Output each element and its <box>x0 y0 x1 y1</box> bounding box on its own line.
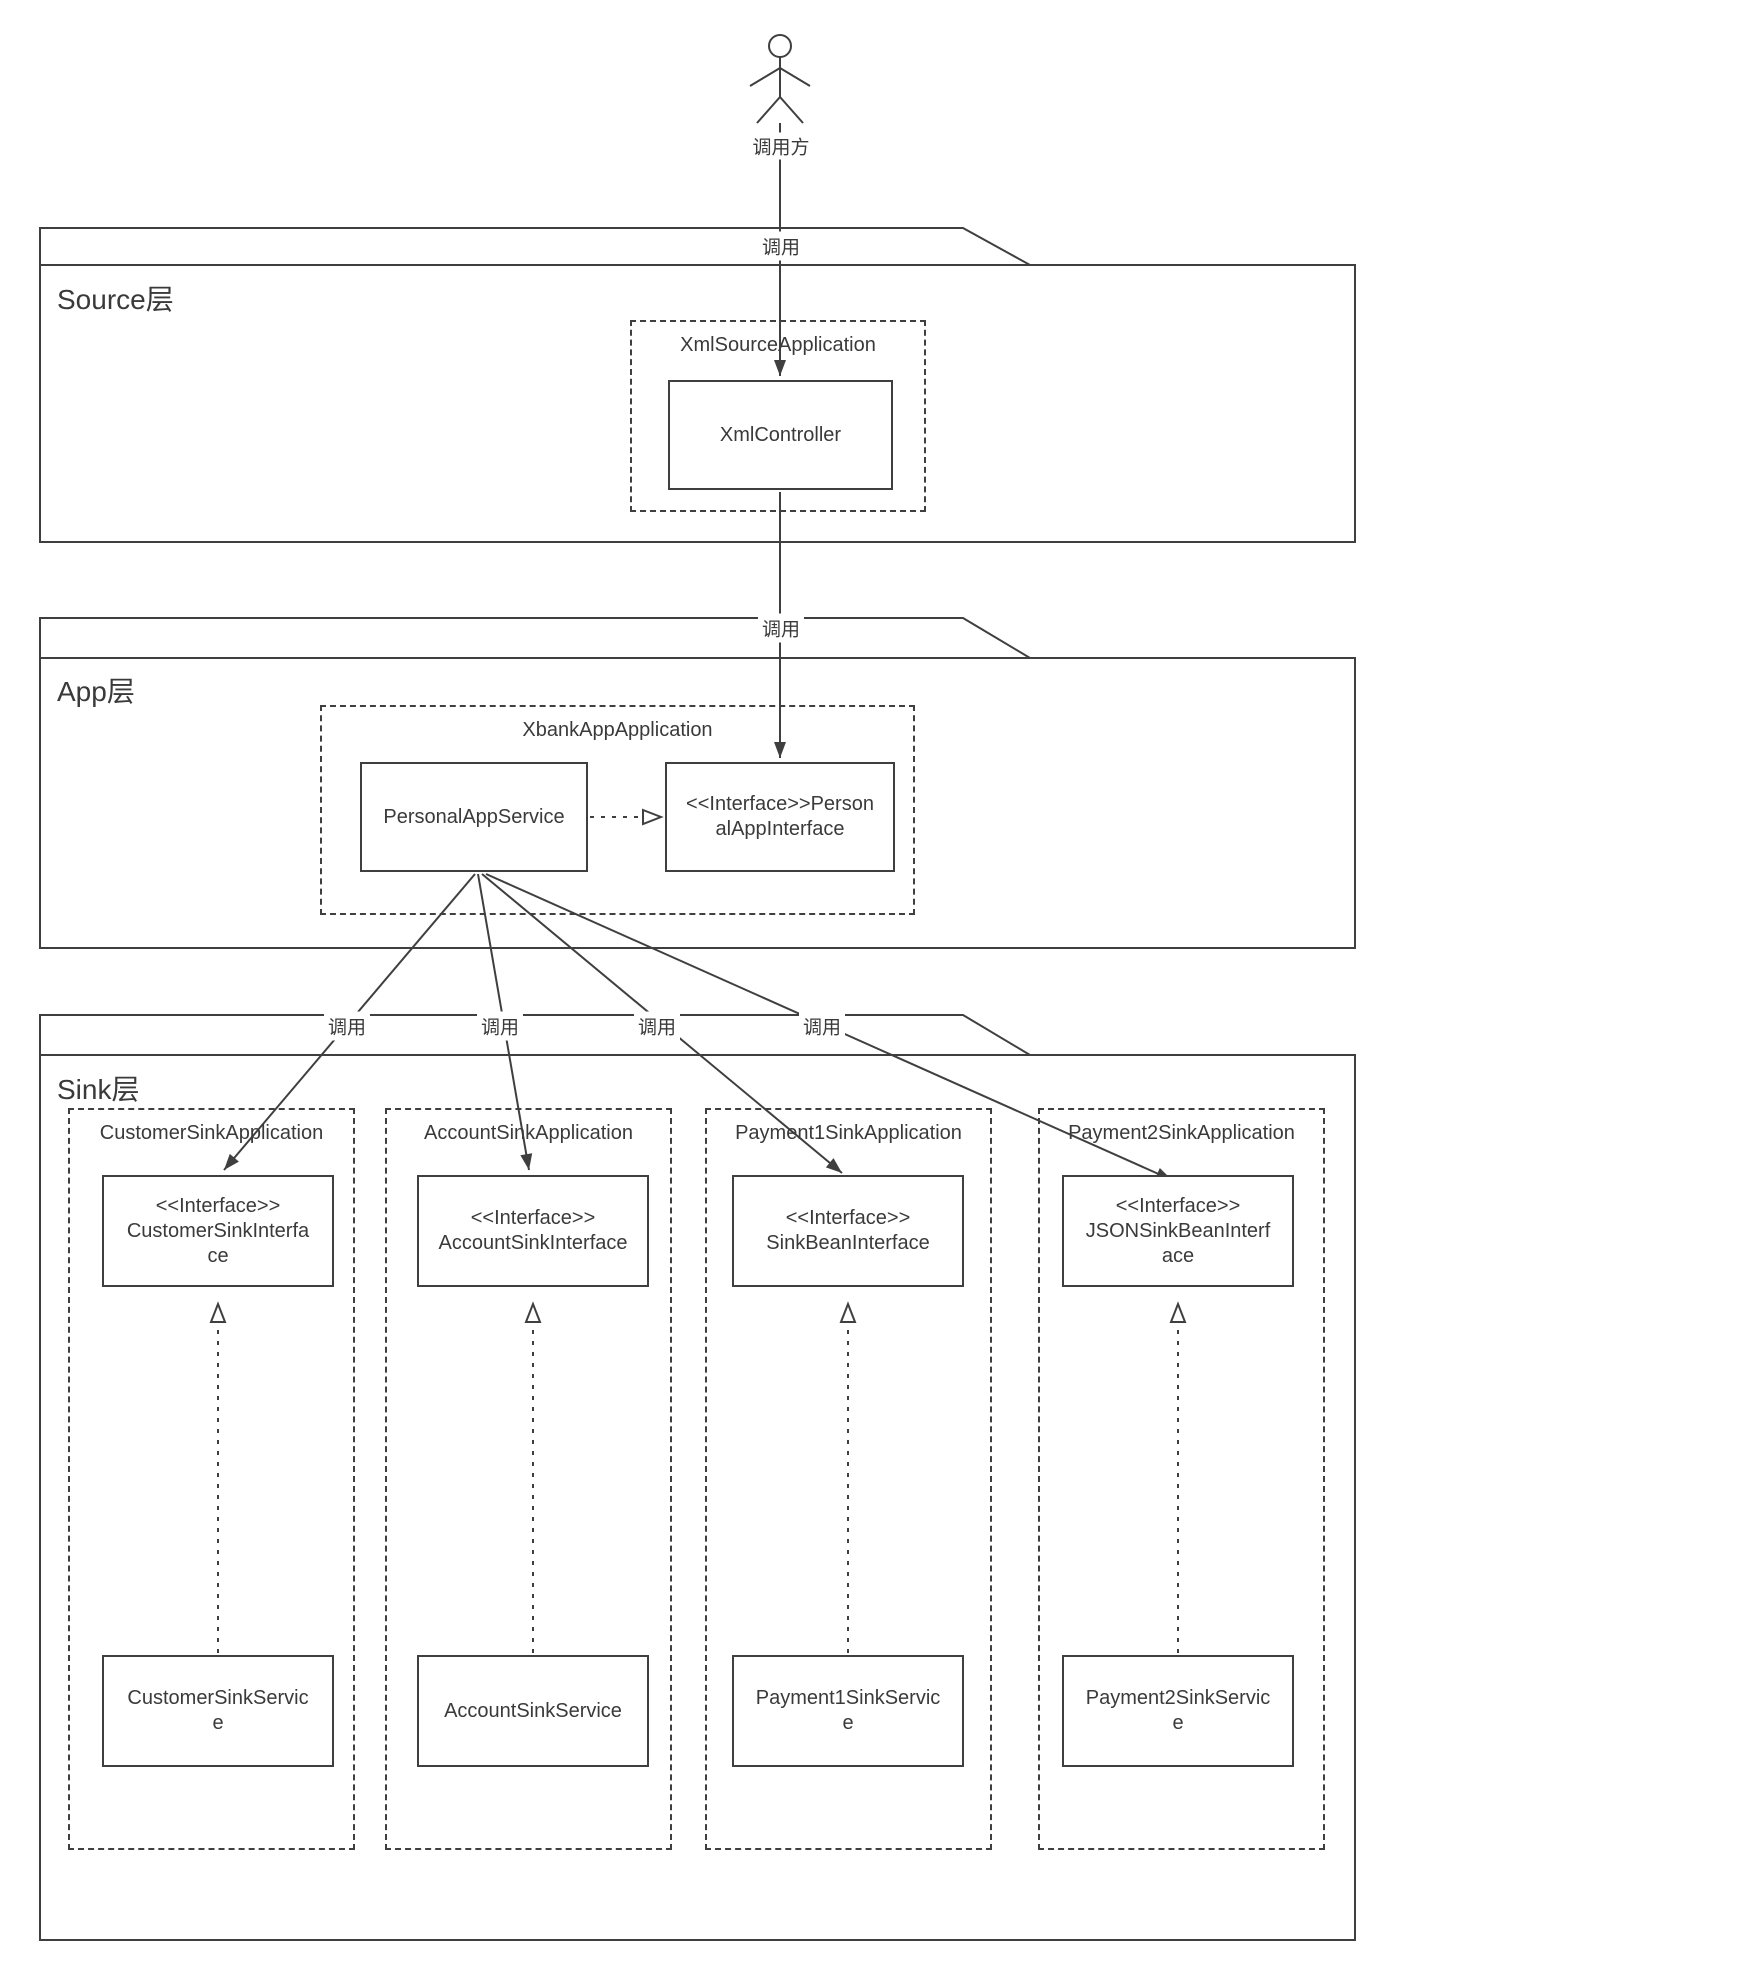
interface-name: AccountSinkInterface <box>438 1232 628 1254</box>
edge-label-caller-call: 调用 <box>757 231 805 261</box>
class-account-sink-service: AccountSinkService <box>417 1655 649 1767</box>
edge-label-source-to-app-call: 调用 <box>757 613 805 643</box>
package-payment2-sink-application: Payment2SinkApplication <box>1038 1108 1325 1850</box>
class-name: PersonalAppService <box>383 805 565 828</box>
package-app-outline <box>39 617 1356 949</box>
package-source-outline <box>39 227 1356 543</box>
class-customer-sink-service: CustomerSinkService <box>102 1655 334 1767</box>
interface-name: <<Interface>>PersonalAppInterface <box>686 793 874 840</box>
class-name: CustomerSinkService <box>127 1687 309 1734</box>
package-name: XmlSourceApplication <box>680 334 876 356</box>
package-account-sink-application: AccountSinkApplication <box>385 1108 672 1850</box>
interface-customer-sink-interface: <<Interface>> CustomerSinkInterface <box>102 1175 334 1287</box>
class-name: Payment2SinkService <box>1085 1687 1271 1734</box>
class-xml-controller: XmlController <box>668 380 893 490</box>
layer-title-source: Source层 <box>57 284 174 315</box>
package-name: CustomerSinkApplication <box>99 1122 324 1144</box>
interface-account-sink-interface: <<Interface>> AccountSinkInterface <box>417 1175 649 1287</box>
interface-personal-app-interface: <<Interface>>PersonalAppInterface <box>665 762 895 872</box>
interface-name: CustomerSinkInterface <box>126 1219 310 1267</box>
actor-icon <box>749 34 811 124</box>
package-customer-sink-application: CustomerSinkApplication <box>68 1108 355 1850</box>
package-name: Payment1SinkApplication <box>735 1122 962 1144</box>
package-name: AccountSinkApplication <box>423 1122 633 1144</box>
class-payment2-sink-service: Payment2SinkService <box>1062 1655 1294 1767</box>
class-personal-app-service: PersonalAppService <box>360 762 588 872</box>
interface-name: JSONSinkBeanInterface <box>1085 1219 1271 1267</box>
package-xbank-app-application: XbankAppApplication <box>320 705 915 915</box>
layer-title-sink: Sink层 <box>57 1074 140 1105</box>
class-payment1-sink-service: Payment1SinkService <box>732 1655 964 1767</box>
package-xml-source-application: XmlSourceApplication <box>630 320 926 512</box>
package-name: XbankAppApplication <box>522 719 713 741</box>
interface-name: SinkBeanInterface <box>766 1232 930 1254</box>
edge-label-app-to-customer-call: 调用 <box>323 1011 371 1041</box>
interface-json-sink-bean-interface: <<Interface>> JSONSinkBeanInterface <box>1062 1175 1294 1287</box>
class-name: Payment1SinkService <box>755 1687 941 1734</box>
interface-stereotype: <<Interface>> <box>785 1207 911 1229</box>
package-name: Payment2SinkApplication <box>1068 1122 1295 1144</box>
interface-stereotype: <<Interface>> <box>470 1207 596 1229</box>
interface-stereotype: <<Interface>> <box>1115 1194 1241 1217</box>
class-name: XmlController <box>719 423 842 446</box>
package-payment1-sink-application: Payment1SinkApplication <box>705 1108 992 1850</box>
edge-label-app-to-payment1-call: 调用 <box>633 1011 681 1041</box>
actor-label: 调用方 <box>749 132 813 160</box>
layer-title-app: App层 <box>57 676 135 707</box>
edge-label-app-to-account-call: 调用 <box>476 1011 524 1041</box>
interface-sink-bean-interface: <<Interface>> SinkBeanInterface <box>732 1175 964 1287</box>
edge-label-app-to-payment2-call: 调用 <box>798 1011 846 1041</box>
interface-stereotype: <<Interface>> <box>155 1194 281 1217</box>
class-name: AccountSinkService <box>444 1699 622 1722</box>
